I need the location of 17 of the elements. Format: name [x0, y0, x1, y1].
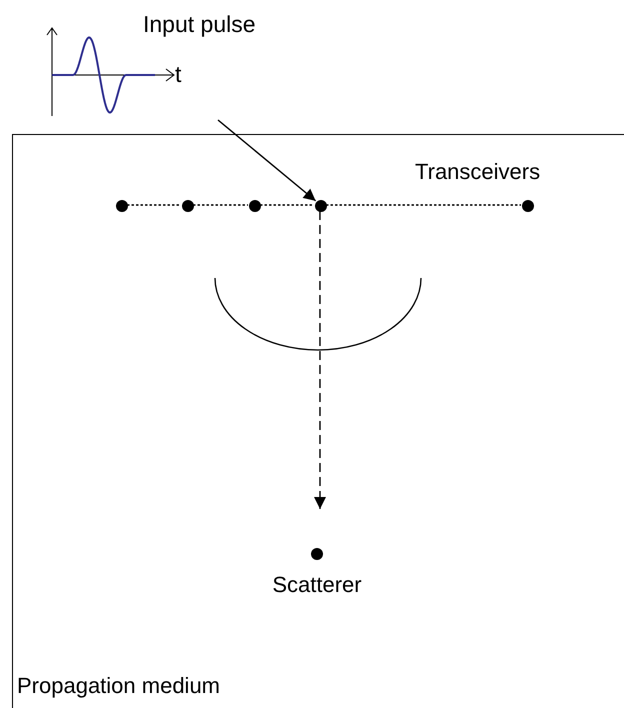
area-label: Propagation medium [17, 675, 220, 697]
plot-title: Input pulse [143, 13, 256, 36]
propagation-medium-area [12, 134, 624, 708]
transceiver-dot [182, 200, 194, 212]
transceiver-dot [315, 200, 327, 212]
connector-line [127, 204, 181, 206]
connector-line [193, 204, 248, 206]
axis-label: t [175, 63, 182, 86]
connector-line [326, 204, 521, 206]
transceiver-dot [249, 200, 261, 212]
node-label: Scatterer [271, 574, 363, 596]
group-label: Transceivers [415, 161, 540, 183]
arrow [218, 119, 316, 202]
connector-line [260, 204, 314, 206]
transceiver-dot [116, 200, 128, 212]
arrow [314, 211, 326, 509]
transceiver-dot [522, 200, 534, 212]
